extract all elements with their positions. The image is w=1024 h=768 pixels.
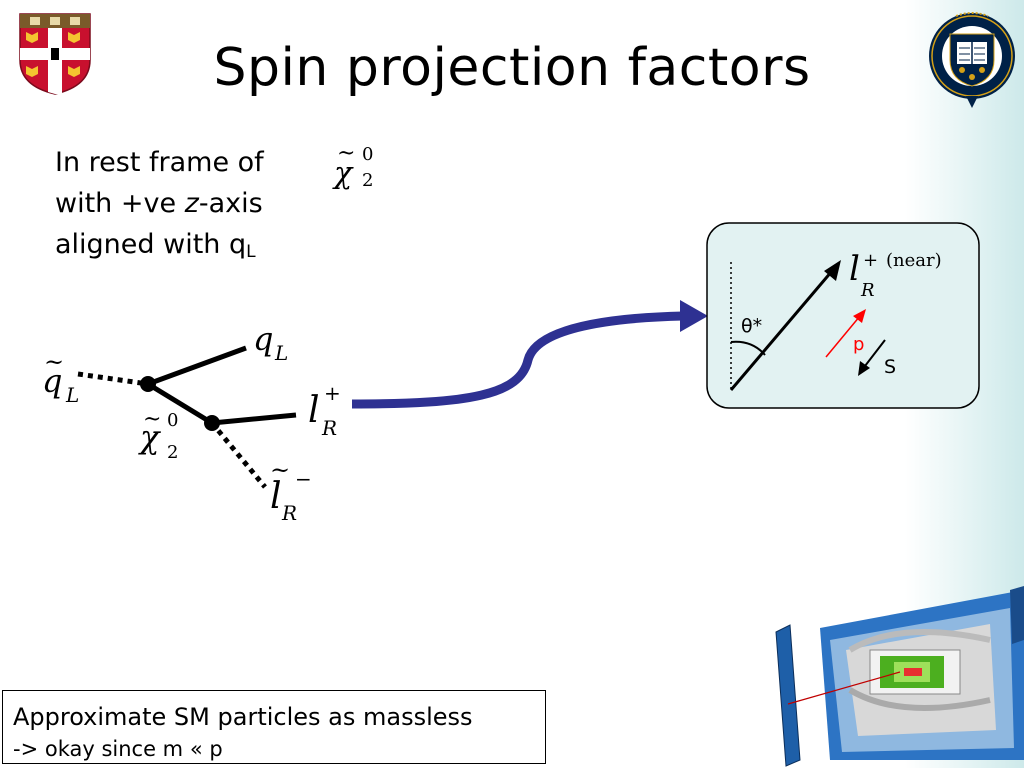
neutralino-sup: 0: [167, 410, 178, 431]
intro-line-2: with +ve z-axis: [55, 183, 264, 224]
quark-line: [147, 345, 247, 387]
quark-symbol: q: [253, 320, 273, 358]
spin-arrow: [864, 339, 886, 367]
lepton-sup: +: [324, 381, 341, 405]
lepton-direction-arrowhead: [824, 260, 841, 281]
oxford-seal-logo: [929, 12, 1015, 108]
intro-line-1-text: In rest frame of: [55, 147, 264, 178]
intro-chi-sup: 0: [362, 144, 373, 165]
intro-chi-sub: 2: [362, 170, 373, 191]
inset-lepton-label: l + R (near): [849, 249, 942, 301]
slepton-label: l ~ − R: [270, 456, 312, 525]
lepton-direction-arrow: [729, 270, 834, 391]
neutralino-line: [146, 381, 214, 426]
intro-line-3-text: aligned with q: [55, 229, 247, 260]
intro-text: In rest frame of with +ve z-axis aligned…: [55, 142, 264, 273]
detector-illustration: [775, 586, 1024, 767]
inset-lepton-sup: +: [863, 250, 878, 271]
quark-label: q L: [253, 320, 288, 365]
theta-arc: [730, 340, 766, 356]
rest-frame-inset: [706, 222, 980, 409]
zoom-arrow: [351, 311, 684, 409]
slide-title: Spin projection factors: [213, 38, 811, 98]
slepton-sup: −: [295, 467, 312, 491]
squark-sub: L: [65, 383, 79, 407]
momentum-arrowhead: [853, 309, 866, 323]
neutralino-tilde: ~: [143, 407, 161, 432]
slepton-symbol: l: [270, 476, 282, 517]
intro-line-2-post: -axis: [198, 188, 263, 219]
vertex-1: [140, 376, 156, 392]
neutralino-symbol: χ: [138, 418, 161, 456]
squark-line: [77, 371, 149, 387]
squark-symbol: q: [42, 362, 62, 400]
slepton-tilde: ~: [270, 456, 290, 484]
vertex-2: [204, 415, 220, 431]
note-line-2: -> okay since m « p: [13, 737, 223, 761]
lepton-symbol: l: [308, 390, 320, 431]
neutralino-sub: 2: [167, 442, 178, 463]
lepton-label: l + R: [308, 381, 341, 440]
spin-label: S: [884, 356, 896, 378]
momentum-label: p: [853, 334, 864, 355]
zoom-arrow-head: [680, 300, 708, 332]
inset-lepton-symbol: l: [849, 249, 860, 289]
quark-sub: L: [274, 341, 288, 365]
intro-line-2-axis: z: [184, 188, 199, 219]
lepton-sub: R: [321, 416, 337, 440]
spin-arrowhead: [858, 361, 870, 376]
near-label: (near): [886, 250, 942, 271]
note-box: Approximate SM particles as massless -> …: [2, 690, 546, 764]
lepton-line: [211, 412, 297, 426]
intro-chi-tilde: ~: [337, 141, 355, 166]
theta-label: θ*: [741, 315, 762, 337]
intro-neutralino-symbol: χ ~ 0 2: [332, 141, 373, 191]
slepton-line: [210, 421, 267, 489]
note-line-1: Approximate SM particles as massless: [13, 703, 473, 731]
intro-line-3-sub: L: [246, 242, 256, 262]
neutralino-label: χ ~ 0 2: [138, 407, 178, 463]
intro-chi: χ: [332, 156, 354, 191]
intro-line-1: In rest frame of: [55, 142, 264, 183]
momentum-arrow: [825, 315, 861, 358]
cambridge-shield-logo: [19, 13, 91, 95]
intro-line-3: aligned with qL: [55, 224, 264, 273]
intro-line-2-pre: with +ve: [55, 188, 185, 219]
inset-lepton-sub: R: [860, 280, 875, 301]
slepton-sub: R: [281, 501, 297, 525]
squark-label: q ~ L: [42, 348, 79, 407]
squark-tilde: ~: [44, 348, 64, 376]
